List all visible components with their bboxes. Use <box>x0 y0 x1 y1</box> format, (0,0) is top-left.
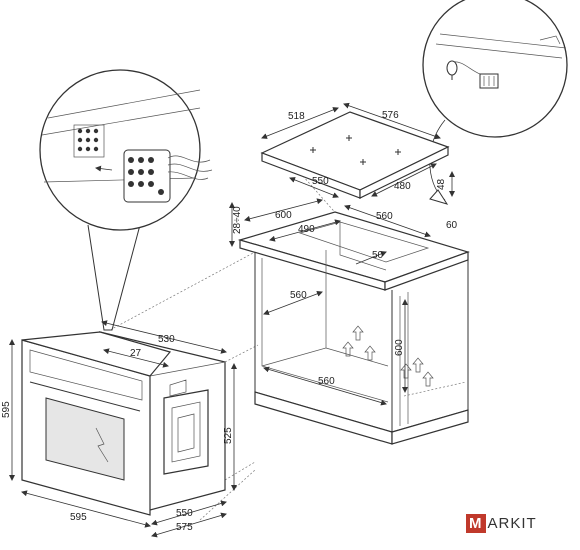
brand-logo-text: ARKIT <box>487 514 537 532</box>
dim-hob-cutout-depth: 480 <box>394 181 411 192</box>
dim-oven-body-height: 525 <box>223 427 234 444</box>
hob-cable-detail <box>422 0 568 205</box>
cable-plug-icon <box>446 60 499 89</box>
oven: 530 27 595 525 595 550 575 <box>1 320 237 538</box>
hob: 518 576 550 480 48 <box>260 102 455 199</box>
dim-cabinet-cutout-width: 560 <box>376 211 393 222</box>
dim-oven-panel-depth: 27 <box>130 348 142 359</box>
dim-oven-height: 595 <box>1 401 12 418</box>
dim-hob-depth: 518 <box>288 111 305 122</box>
dim-cabinet-height: 600 <box>394 339 405 356</box>
dim-cabinet-clearance: 28÷40 <box>232 206 243 234</box>
terminal-block-detail <box>39 69 213 331</box>
terminal-socket-icon <box>73 124 105 158</box>
dim-oven-body-depth: 550 <box>176 508 193 519</box>
dim-cabinet-back-gap: 60 <box>446 220 458 231</box>
dim-hob-width: 576 <box>382 110 399 121</box>
airflow-arrows-icon <box>342 325 434 387</box>
dim-oven-depth: 530 <box>158 334 175 345</box>
dim-oven-body-width: 575 <box>176 522 193 533</box>
dim-hob-cutout-width: 550 <box>312 176 329 187</box>
dim-cabinet-min-gap: 50 <box>372 250 384 261</box>
brand-logo-mark: M <box>466 513 486 533</box>
connector-plug-icon <box>123 149 213 203</box>
dim-cabinet-width-inner: 560 <box>318 376 335 387</box>
dim-hob-height: 48 <box>436 178 447 190</box>
base-cabinet: 28÷40 600 490 560 60 50 560 600 560 <box>229 198 470 445</box>
dim-cabinet-cutout-depth: 490 <box>298 224 315 235</box>
dim-cabinet-depth: 560 <box>290 290 307 301</box>
dim-cabinet-width: 600 <box>275 210 292 221</box>
dim-oven-width: 595 <box>70 512 87 523</box>
